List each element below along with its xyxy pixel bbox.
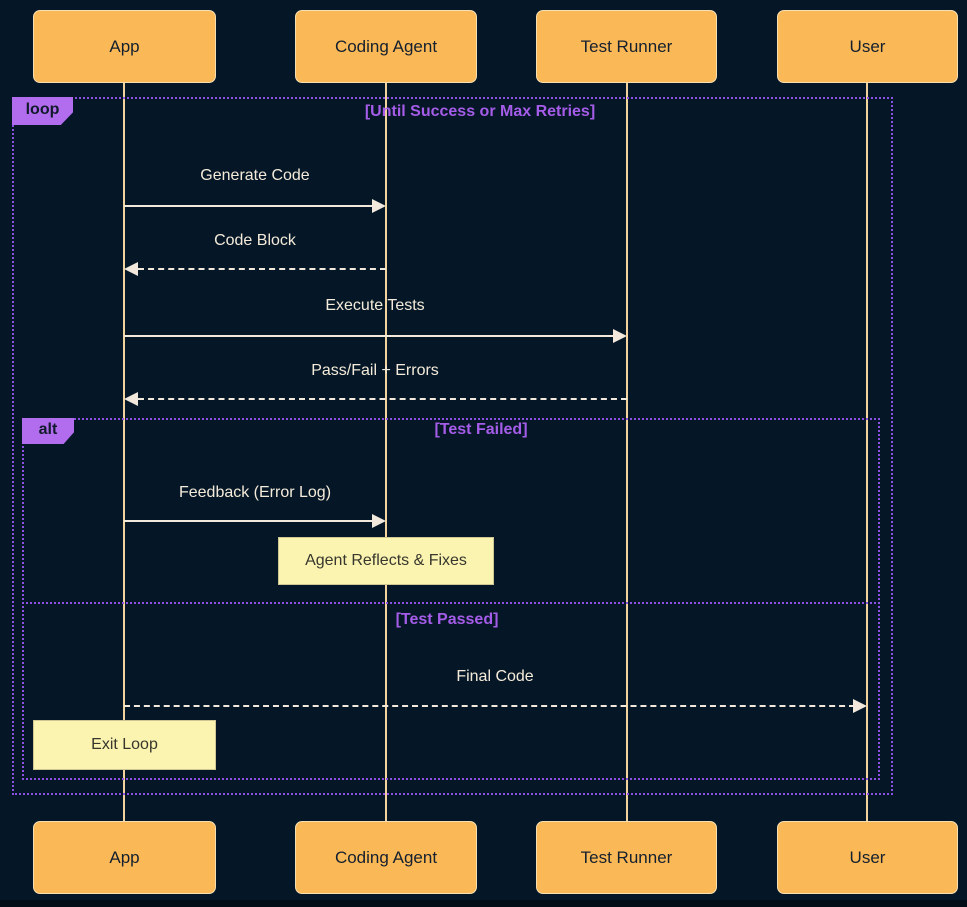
actor-coding-agent-top: Coding Agent [295,10,477,83]
message-generate-code: Generate Code [125,167,385,185]
lifeline-coding-agent [385,83,387,822]
note-text: Agent Reflects & Fixes [305,552,467,569]
message-pass-fail-errors: Pass/Fail + Errors [245,362,505,380]
note-exit-loop: Exit Loop [33,720,216,770]
loop-title-text: [Until Success or Max Retries] [364,103,596,120]
message-text: Feedback (Error Log) [178,484,332,501]
arrow-line-final-code [124,705,855,707]
actor-label: Coding Agent [334,847,438,867]
actor-label: User [849,36,886,56]
alt-frame-tag: alt [22,418,74,444]
loop-frame [12,97,893,795]
lifeline-test-runner [626,83,628,822]
arrow-line-pass-fail [138,398,627,400]
message-text: Pass/Fail + Errors [311,362,439,379]
alt-title-text: [Test Passed] [395,611,499,628]
actor-test-runner-top: Test Runner [536,10,717,83]
alt-tag-label: alt [38,421,58,438]
actor-label: Test Runner [580,847,673,867]
loop-frame-title: [Until Success or Max Retries] [280,103,680,121]
arrowhead-right-icon [613,329,627,343]
actor-app-top: App [33,10,216,83]
loop-tag-label: loop [25,101,60,118]
actor-app-bottom: App [33,821,216,894]
actor-coding-agent-bottom: Coding Agent [295,821,477,894]
message-execute-tests: Execute Tests [245,297,505,315]
alt-section-test-failed-title: [Test Failed] [381,421,581,439]
arrowhead-right-icon [853,699,867,713]
arrow-line-code-block [138,268,386,270]
actor-label: App [109,36,140,56]
actor-label: Coding Agent [334,36,438,56]
alt-section-test-passed-title: [Test Passed] [347,611,547,629]
lifeline-user [866,83,868,822]
message-text: Execute Tests [325,297,425,314]
message-feedback-error-log: Feedback (Error Log) [125,484,385,502]
bottom-edge-strip [0,900,967,907]
actor-label: Test Runner [580,36,673,56]
message-text: Final Code [456,668,534,685]
actor-label: User [849,847,886,867]
alt-frame [22,418,880,780]
actor-user-bottom: User [777,821,958,894]
arrow-line-generate-code [124,205,374,207]
arrowhead-left-icon [124,262,138,276]
note-agent-reflects-fixes: Agent Reflects & Fixes [278,537,494,585]
loop-frame-tag: loop [12,97,73,125]
arrowhead-right-icon [372,514,386,528]
message-final-code: Final Code [365,668,625,686]
message-text: Code Block [214,232,296,249]
note-text: Exit Loop [91,736,158,753]
actor-label: App [109,847,140,867]
arrowhead-left-icon [124,392,138,406]
arrow-line-execute-tests [124,335,615,337]
actor-user-top: User [777,10,958,83]
message-code-block: Code Block [125,232,385,250]
alt-section-divider [22,602,880,604]
lifeline-app [123,83,125,822]
arrowhead-right-icon [372,199,386,213]
alt-title-text: [Test Failed] [434,421,528,438]
message-text: Generate Code [200,167,310,184]
actor-test-runner-bottom: Test Runner [536,821,717,894]
arrow-line-feedback [124,520,374,522]
